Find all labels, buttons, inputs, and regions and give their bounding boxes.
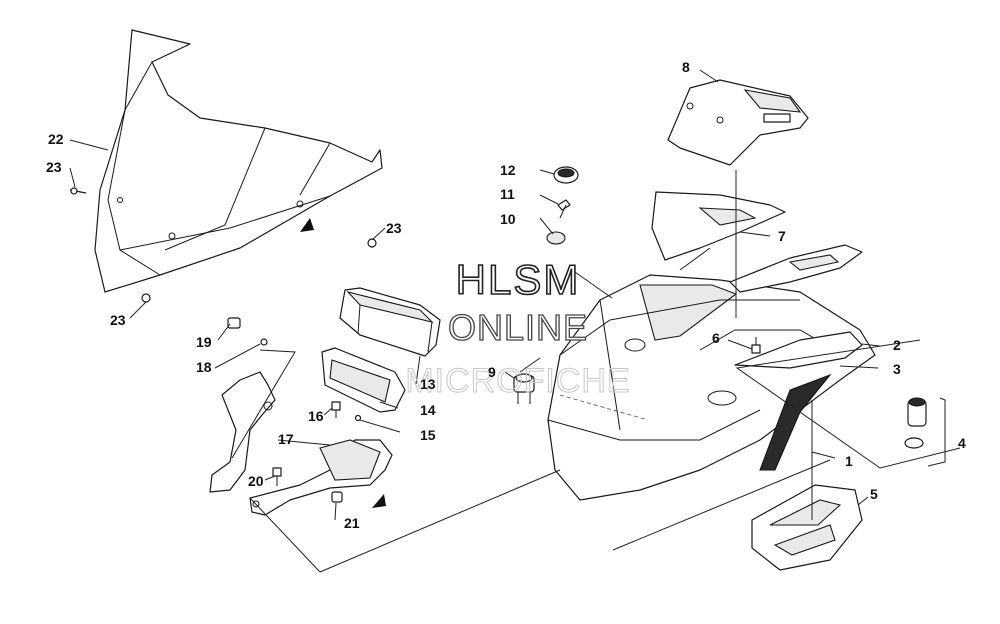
callout-2: 2 xyxy=(893,337,901,353)
callout-10: 10 xyxy=(500,211,516,227)
callout-4: 4 xyxy=(958,435,966,451)
direction-arrow-2 xyxy=(372,494,386,508)
washer-18 xyxy=(260,338,268,346)
key-11 xyxy=(557,199,571,219)
nut-19 xyxy=(227,317,241,329)
mount-bracket-part xyxy=(209,371,393,516)
callout-13: 13 xyxy=(420,376,436,392)
callout-1: 1 xyxy=(845,453,853,469)
callout-20: 20 xyxy=(248,473,264,489)
pad-5 xyxy=(751,484,863,571)
hood-part xyxy=(547,274,876,501)
callout-3: 3 xyxy=(893,361,901,377)
callout-15: 15 xyxy=(420,427,436,443)
console-part xyxy=(667,79,809,166)
callout-14: 14 xyxy=(420,402,436,418)
panel-7-lower xyxy=(729,244,863,293)
screw-23-c xyxy=(141,293,151,303)
callout-21: 21 xyxy=(344,515,360,531)
callout-8: 8 xyxy=(682,59,690,75)
watermark-line3: MICROFICHE xyxy=(405,362,630,400)
switch-9 xyxy=(513,373,535,404)
screw-23-a xyxy=(69,187,87,195)
leader-lines xyxy=(69,69,961,573)
callout-9: 9 xyxy=(488,364,496,380)
callout-17: 17 xyxy=(278,431,294,447)
bolt-16 xyxy=(331,401,341,418)
callout-19: 19 xyxy=(196,334,212,350)
callout-5: 5 xyxy=(870,486,878,502)
cover-part xyxy=(734,331,863,369)
plate-part xyxy=(321,347,406,413)
callout-23-a: 23 xyxy=(46,159,62,175)
bolt-20 xyxy=(272,467,282,486)
screw-23-b xyxy=(367,238,377,248)
gauge-part xyxy=(339,287,441,357)
callout-16: 16 xyxy=(308,408,324,424)
callout-23-c: 23 xyxy=(110,312,126,328)
watermark-line1: HLSM xyxy=(456,256,581,303)
callout-22: 22 xyxy=(48,131,64,147)
callout-23-b: 23 xyxy=(386,220,402,236)
screw-15 xyxy=(354,414,362,422)
outlet-4 xyxy=(904,397,927,449)
nut-10 xyxy=(546,231,566,245)
direction-arrow-1 xyxy=(300,218,314,232)
callout-18: 18 xyxy=(196,359,212,375)
callout-6: 6 xyxy=(712,330,720,346)
nut-21 xyxy=(331,491,343,503)
watermark-line2: ONLINE xyxy=(448,307,588,348)
callout-11: 11 xyxy=(500,186,515,202)
key-cap-12 xyxy=(553,166,579,184)
windshield-part xyxy=(94,29,383,293)
callout-7: 7 xyxy=(778,228,786,244)
panel-7-upper xyxy=(651,191,786,261)
callout-12: 12 xyxy=(500,162,516,178)
